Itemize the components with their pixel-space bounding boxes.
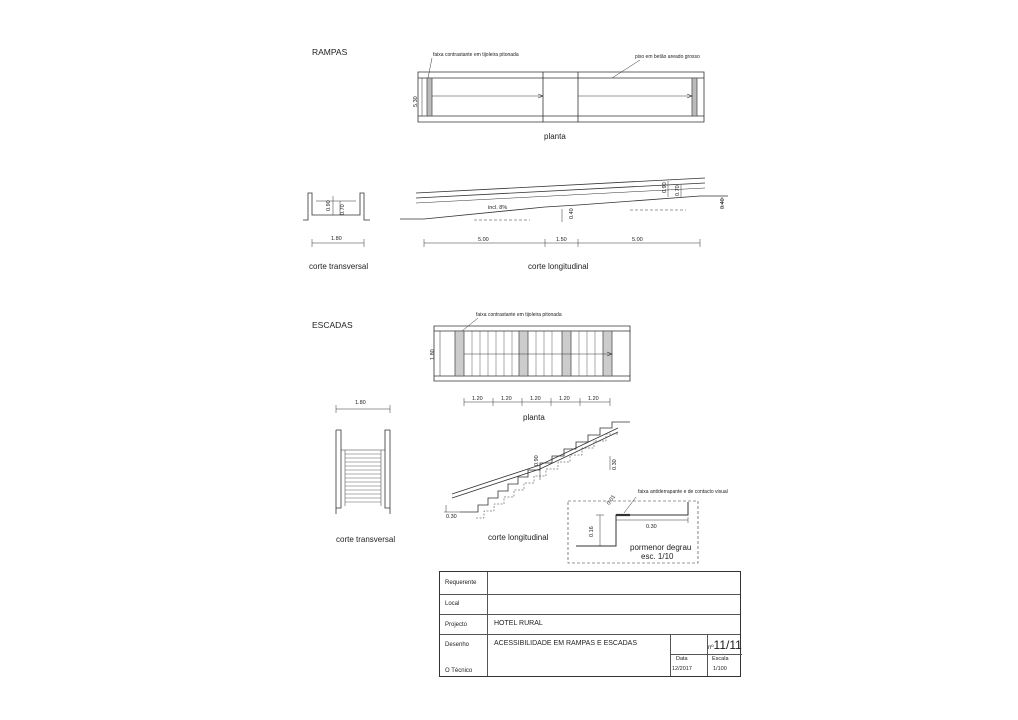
ramp-cross-section xyxy=(303,193,370,247)
title-block-row-line xyxy=(440,614,740,615)
ramp-plan-label: planta xyxy=(544,132,566,141)
escala-value: 1/100 xyxy=(713,666,727,672)
step-detail xyxy=(568,497,698,563)
sheet-number: nº11/11 xyxy=(708,636,742,654)
ramp-long-height-mid: 0.40 xyxy=(569,208,575,219)
stairs-cross-label: corte transversal xyxy=(336,535,396,544)
stairs-longitudinal-section xyxy=(444,422,630,518)
ramp-long-label: corte longitudinal xyxy=(528,262,589,271)
tecnico-key: O Técnico xyxy=(445,668,473,674)
ramp-longitudinal-section xyxy=(400,178,728,247)
ramp-cross-label: corte transversal xyxy=(309,262,369,271)
ramp-long-height-end: 0.40 xyxy=(720,198,726,209)
step-detail-scale: esc. 1/10 xyxy=(641,552,674,561)
ramp-incline-label: incl. 8% xyxy=(488,205,508,211)
stairs-plan-dim-5: 1.20 xyxy=(588,396,599,402)
title-block-divider xyxy=(487,572,488,676)
title-block-divider xyxy=(670,634,671,676)
sheet-prefix: nº xyxy=(708,645,714,651)
title-block: Requerente Local Projecto HOTEL RURAL De… xyxy=(439,571,742,677)
stairs-long-height-dim: 0.90 xyxy=(534,455,540,466)
data-key: Data xyxy=(676,656,688,662)
ramp-long-height-top1: 0.90 xyxy=(662,182,668,193)
sheet-number-value: 11/11 xyxy=(713,638,742,652)
stairs-long-step-bottom-dim: 0.30 xyxy=(446,514,457,520)
ramp-cross-height-2: 0.70 xyxy=(340,204,346,215)
ramp-plan-width-dim: 5.30 xyxy=(413,96,419,107)
title-block-row-line xyxy=(670,654,742,655)
stairs-cross-section xyxy=(336,405,390,514)
step-detail-note: faixa antiderrapante e de contacto visua… xyxy=(638,489,728,495)
desenho-value: ACESSIBILIDADE EM RAMPAS E ESCADAS xyxy=(494,640,638,647)
stairs-plan xyxy=(434,318,630,406)
ramp-cross-height-1: 0.90 xyxy=(326,200,332,211)
stairs-cross-width-dim: 1.80 xyxy=(355,400,366,406)
ramp-long-height-top2: 0.70 xyxy=(675,185,681,196)
title-block-row-line xyxy=(440,594,740,595)
requerente-key: Requerente xyxy=(445,580,477,586)
desenho-key: Desenho xyxy=(445,642,470,648)
title-block-row-line xyxy=(440,634,740,635)
projecto-value: HOTEL RURAL xyxy=(494,620,543,627)
ramp-plan-note-right: piso em betão areado grosso xyxy=(635,54,700,60)
step-detail-riser-dim: 0.16 xyxy=(589,526,595,537)
stairs-plan-dim-3: 1.20 xyxy=(530,396,541,402)
stairs-plan-dim-2: 1.20 xyxy=(501,396,512,402)
ramp-cross-width-dim: 1.80 xyxy=(331,236,342,242)
title-block-divider xyxy=(707,634,708,676)
ramp-long-dim-1: 5.00 xyxy=(478,237,489,243)
ramps-section-title: RAMPAS xyxy=(312,47,348,57)
stairs-long-label: corte longitudinal xyxy=(488,533,549,542)
stairs-plan-note: faixa contrastante em tijoleira pitonada xyxy=(476,312,562,318)
local-key: Local xyxy=(445,601,460,607)
stairs-plan-dim-4: 1.20 xyxy=(559,396,570,402)
ramp-plan xyxy=(418,58,704,122)
escala-key: Escala xyxy=(712,656,729,662)
ramp-plan-note-left: faixa contrastante em tijoleira pitonada xyxy=(433,52,519,58)
step-detail-label: pormenor degrau xyxy=(630,543,692,552)
step-detail-tread-dim: 0.30 xyxy=(646,524,657,530)
projecto-key: Projecto xyxy=(445,622,468,628)
stairs-plan-dim-1: 1.20 xyxy=(472,396,483,402)
stairs-section-title: ESCADAS xyxy=(312,320,353,330)
ramp-long-dim-3: 5.00 xyxy=(632,237,643,243)
stairs-long-step-top-dim: 0.30 xyxy=(612,459,618,470)
ramp-long-dim-2: 1.50 xyxy=(556,237,567,243)
data-value: 12/2017 xyxy=(672,666,692,672)
stairs-plan-width-dim: 1.80 xyxy=(430,349,436,360)
stairs-plan-label: planta xyxy=(523,413,545,422)
